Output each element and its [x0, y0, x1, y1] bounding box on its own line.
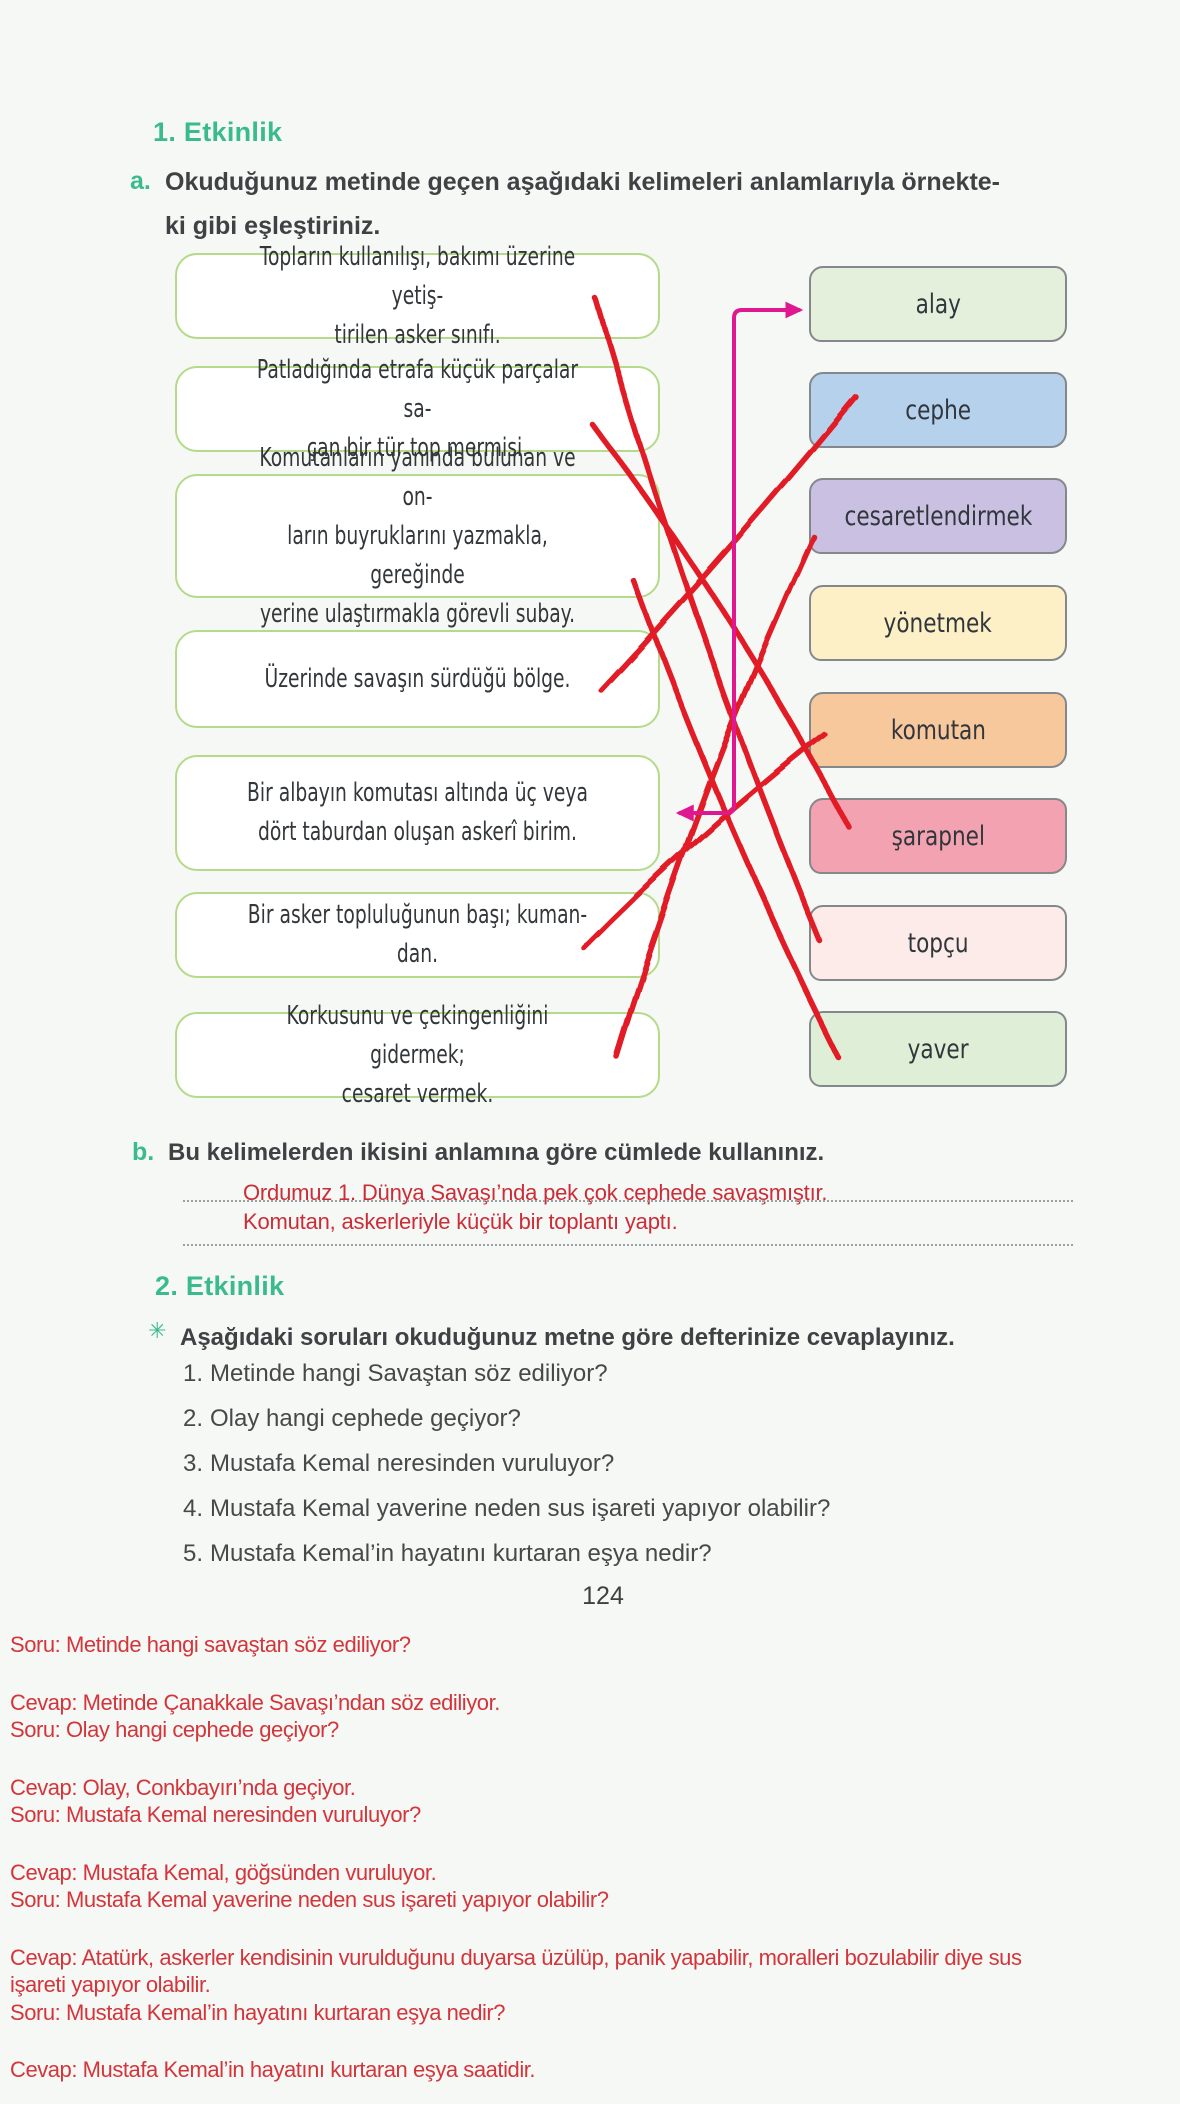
definition-text: Üzerinde savaşın sürdüğü bölge. — [264, 663, 571, 694]
question-row: 2.Olay hangi cephede geçiyor? — [183, 1405, 830, 1450]
word-box-yaver: yaver — [809, 1011, 1067, 1087]
question-text: Metinde hangi Savaştan söz ediliyor? — [210, 1360, 608, 1387]
question-text: Olay hangi cephede geçiyor? — [210, 1405, 521, 1432]
definition-box-5: Bir albayın komutası altında üç veya dör… — [175, 755, 660, 871]
activity1b-instruction: Bu kelimelerden ikisini anlamına göre cü… — [168, 1139, 825, 1166]
question-row: 1.Metinde hangi Savaştan söz ediliyor? — [183, 1360, 830, 1405]
question-number: 3. — [183, 1450, 204, 1477]
word-box-şarapnel: şarapnel — [809, 798, 1067, 874]
word-label: cesaretlendirmek — [844, 500, 1032, 532]
definition-text: Komutanların yanında bulunan ve on- ları… — [259, 442, 576, 629]
question-text: Mustafa Kemal neresinden vuruluyor? — [210, 1450, 615, 1477]
definition-box-3: Komutanların yanında bulunan ve on- ları… — [175, 443, 660, 629]
definition-box-7: Korkusunu ve çekingenliğini gidermek; ce… — [175, 1001, 660, 1109]
written-answer-line: Ordumuz 1. Dünya Savaşı’nda pek çok ceph… — [243, 1180, 828, 1205]
example-arrow — [675, 301, 804, 822]
written-answer-line: Komutan, askerleriyle küçük bir toplantı… — [243, 1209, 678, 1234]
word-label: alay — [915, 288, 961, 320]
word-box-yönetmek: yönetmek — [809, 585, 1067, 661]
word-label: cephe — [905, 394, 971, 426]
handwritten-qa-block: Soru: Metinde hangi savaştan söz ediliyo… — [10, 1631, 1180, 2104]
word-box-topçu: topçu — [809, 905, 1067, 981]
definition-box-1: Topların kullanılışı, bakımı üzerine yet… — [175, 242, 660, 350]
question-row: 3.Mustafa Kemal neresinden vuruluyor? — [183, 1450, 830, 1495]
question-number: 1. — [183, 1360, 204, 1387]
word-box-alay: alay — [809, 266, 1067, 342]
word-box-cesaretlendirmek: cesaretlendirmek — [809, 478, 1067, 554]
activity2-title: 2. Etkinlik — [155, 1271, 285, 1301]
question-number: 5. — [183, 1540, 204, 1567]
word-label: yönetmek — [883, 607, 993, 639]
definition-text: Topların kullanılışı, bakımı üzerine yet… — [259, 241, 576, 350]
word-box-komutan: komutan — [809, 692, 1067, 768]
definition-text: Bir asker topluluğunun başı; kuman- dan. — [247, 900, 588, 969]
qa-paragraph: Cevap: Olay, Conkbayırı’nda geçiyor. Sor… — [10, 1774, 421, 1828]
definition-text: Bir albayın komutası altında üç veya dör… — [247, 778, 588, 847]
definition-text: Patladığında etrafa küçük parçalar sa- ç… — [256, 354, 579, 463]
answer-dotted-line — [183, 1200, 1073, 1202]
example-match-line-to-alay — [675, 301, 804, 822]
question-row: 5.Mustafa Kemal’in hayatını kurtaran eşy… — [183, 1540, 830, 1585]
qa-paragraph: Cevap: Metinde Çanakkale Savaşı’ndan söz… — [10, 1689, 500, 1743]
question-number: 2. — [183, 1405, 204, 1432]
definition-box-4: Üzerinde savaşın sürdüğü bölge. — [175, 630, 660, 728]
word-box-cephe: cephe — [809, 372, 1067, 448]
activity1-instruction: Okuduğunuz metinde geçen aşağıdaki kelim… — [165, 168, 1000, 240]
word-label: yaver — [907, 1033, 969, 1065]
activity2-instruction: Aşağıdaki soruları okuduğunuz metne göre… — [180, 1324, 955, 1351]
definition-text: Korkusunu ve çekingenliğini gidermek; ce… — [286, 1000, 549, 1109]
qa-paragraph: Cevap: Mustafa Kemal, göğsünden vuruluyo… — [10, 1859, 609, 1913]
word-label: topçu — [907, 927, 969, 959]
activity1b-answers: Ordumuz 1. Dünya Savaşı’nda pek çok ceph… — [243, 1178, 828, 1236]
word-label: şarapnel — [891, 820, 985, 852]
answer-dotted-line — [183, 1244, 1073, 1246]
qa-paragraph: Cevap: Atatürk, askerler kendisinin vuru… — [10, 1944, 1022, 2025]
qa-paragraph: Soru: Metinde hangi savaştan söz ediliyo… — [10, 1632, 411, 1657]
page-number: 124 — [582, 1582, 624, 1610]
question-text: Mustafa Kemal yaverine neden sus işareti… — [210, 1495, 831, 1522]
word-label: komutan — [890, 714, 986, 746]
activity1-title: 1. Etkinlik — [153, 117, 283, 147]
question-row: 4.Mustafa Kemal yaverine neden sus işare… — [183, 1495, 830, 1540]
star-icon: ✳ — [148, 1318, 167, 1343]
question-text: Mustafa Kemal’in hayatını kurtaran eşya … — [210, 1540, 712, 1567]
item-a-label: a. — [130, 167, 151, 195]
qa-paragraph: Cevap: Mustafa Kemal’in hayatını kurtara… — [10, 2057, 536, 2082]
question-number: 4. — [183, 1495, 204, 1522]
question-list: 1.Metinde hangi Savaştan söz ediliyor?2.… — [183, 1360, 830, 1585]
definition-box-6: Bir asker topluluğunun başı; kuman- dan. — [175, 892, 660, 978]
item-b-label: b. — [132, 1138, 155, 1166]
